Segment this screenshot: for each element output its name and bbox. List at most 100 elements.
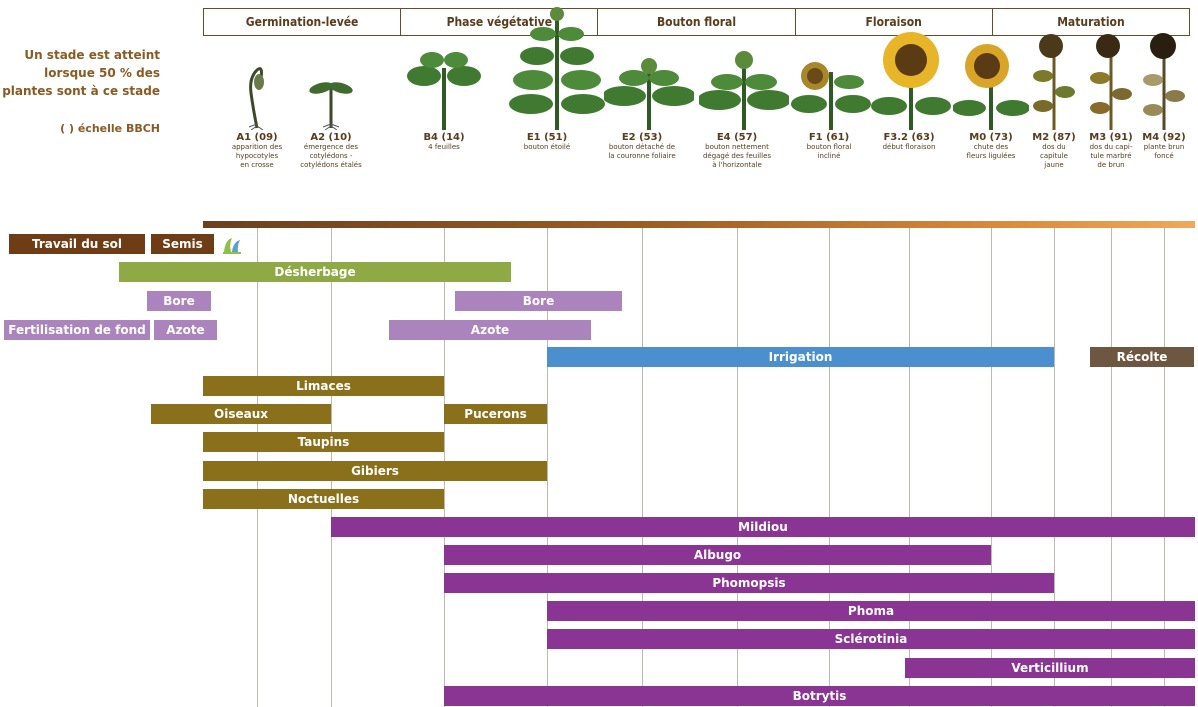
stage-desc: apparition des hypocotyles en crosse	[219, 143, 295, 170]
stage-desc-line: cotylédons -	[309, 152, 353, 160]
plant-bud-detached-icon	[604, 58, 694, 130]
bar-bore-late: Bore	[455, 291, 622, 311]
stage-code: E2 (53)	[621, 132, 663, 143]
note-line: lorsque 50 % des	[44, 66, 160, 80]
plant-star-bud-icon	[509, 7, 605, 130]
stage-desc-line: hypocotyles	[235, 152, 279, 160]
stage-desc-line: à l'horizontale	[712, 161, 762, 169]
stage-code: A2 (10)	[310, 132, 352, 143]
note-line: Un stade est atteint	[24, 48, 160, 62]
bar-noctuelles: Noctuelles	[203, 489, 444, 509]
bar-fertilisation-de-fond: Fertilisation de fond	[4, 320, 150, 340]
stage-desc-line: tule marbré	[1090, 152, 1132, 160]
bar-phomopsis: Phomopsis	[444, 573, 1054, 593]
bar-sclerotinia: Sclérotinia	[547, 629, 1195, 649]
stage-desc: 4 feuilles	[406, 143, 482, 152]
bar-mildiou: Mildiou	[331, 517, 1195, 537]
sunflower-mature-marbled-icon	[1090, 34, 1132, 130]
bar-phoma: Phoma	[547, 601, 1195, 621]
phase-floraison: Floraison	[796, 9, 993, 35]
plant-bud-inclined-icon	[791, 62, 871, 130]
phase-header: Germination-levée Phase végétative Bouto…	[203, 8, 1190, 36]
bar-bore-early: Bore	[147, 291, 211, 311]
stage-desc-line: capitule	[1040, 152, 1068, 160]
stage-desc-line: bouton étoilé	[523, 143, 571, 151]
stage-e4: E4 (57) bouton nettement dégagé des feui…	[699, 38, 789, 220]
stage-guide-line	[642, 228, 643, 707]
stage-f32: F3.2 (63) début floraison	[871, 32, 951, 220]
stage-desc: chute des fleurs ligulées	[953, 143, 1029, 161]
bar-gibiers: Gibiers	[203, 461, 547, 481]
bar-desherbage: Désherbage	[119, 262, 511, 282]
stage-desc: dos du capitule jaune	[1016, 143, 1092, 170]
stage-code: F1 (61)	[808, 132, 850, 143]
stage-desc: début floraison	[871, 143, 947, 152]
stage-desc-line: bouton nettement	[705, 143, 769, 151]
note-line: plantes sont à ce stade	[2, 84, 160, 98]
stage-m0: M0 (73) chute des fleurs ligulées	[953, 38, 1029, 220]
bar-semis: Semis	[151, 234, 214, 254]
stage-guide-line	[737, 228, 738, 707]
stage-guide-line	[547, 228, 548, 707]
stage-a2: A2 (10) émergence des cotylédons - cotyl…	[293, 38, 369, 220]
bar-albugo: Albugo	[444, 545, 991, 565]
stage-desc-line: dos du	[1042, 143, 1066, 151]
stage-code: M3 (91)	[1089, 132, 1133, 143]
stage-desc: plante brun foncé	[1126, 143, 1198, 161]
stage-code: M0 (73)	[969, 132, 1013, 143]
stage-code: B4 (14)	[423, 132, 465, 143]
stage-desc-line: émergence des	[303, 143, 359, 151]
stage-guide-line	[829, 228, 830, 707]
stage-desc: bouton détaché de la couronne foliaire	[604, 143, 680, 161]
stage-guide-line	[1164, 228, 1165, 707]
bar-oiseaux: Oiseaux	[151, 404, 331, 424]
phase-bouton-floral: Bouton floral	[598, 9, 796, 35]
bar-azote-late: Azote	[389, 320, 591, 340]
stage-desc: émergence des cotylédons - cotylédons ét…	[293, 143, 369, 170]
seed-logo-icon	[221, 234, 243, 256]
plant-bud-horizontal-icon	[699, 51, 789, 130]
bar-verticillium: Verticillium	[905, 658, 1195, 678]
phase-germination: Germination-levée	[204, 9, 402, 35]
bar-pucerons: Pucerons	[444, 404, 547, 424]
bar-limaces: Limaces	[203, 376, 444, 396]
stage-m2: M2 (87) dos du capitule jaune	[1016, 34, 1092, 220]
sunflower-mature-yellow-icon	[1033, 34, 1075, 130]
phase-maturation: Maturation	[1057, 15, 1125, 29]
stage-note: Un stade est atteint lorsque 50 % des pl…	[0, 46, 160, 100]
sunflower-dry-icon	[1143, 33, 1185, 130]
stage-desc-line: jaune	[1044, 161, 1064, 169]
stage-desc-line: 4 feuilles	[428, 143, 460, 151]
stage-code: F3.2 (63)	[883, 132, 935, 143]
phase-vegetative: Phase végétative	[401, 9, 599, 35]
stage-desc-line: début floraison	[882, 143, 936, 151]
bar-travail-du-sol: Travail du sol	[9, 234, 145, 254]
bbch-note: ( ) échelle BBCH	[60, 122, 160, 135]
stage-desc-line: cotylédons étalés	[300, 161, 362, 169]
stage-desc: bouton étoilé	[509, 143, 585, 152]
sunflower-fading-icon	[953, 44, 1029, 130]
bar-irrigation: Irrigation	[547, 347, 1054, 367]
stage-desc: bouton nettement dégagé des feuilles à l…	[699, 143, 775, 170]
stage-desc-line: incliné	[817, 152, 841, 160]
stage-guide-line	[991, 228, 992, 707]
stage-desc-line: dégagé des feuilles	[702, 152, 772, 160]
stage-desc-line: apparition des	[231, 143, 283, 151]
seedling-cotyledons-icon	[309, 82, 353, 130]
stage-desc-line: en crosse	[240, 161, 274, 169]
stage-desc-line: foncé	[1154, 152, 1174, 160]
stage-code: E4 (57)	[716, 132, 758, 143]
bar-azote-early: Azote	[154, 320, 217, 340]
stage-guide-line	[1111, 228, 1112, 707]
stage-code: M4 (92)	[1142, 132, 1186, 143]
timeline-gradient-bar	[203, 221, 1195, 228]
stage-desc-line: bouton floral	[806, 143, 852, 151]
bar-recolte: Récolte	[1090, 347, 1194, 367]
stage-code: A1 (09)	[236, 132, 278, 143]
stage-e2: E2 (53) bouton détaché de la couronne fo…	[604, 38, 694, 220]
stage-desc-line: dos du capi-	[1089, 143, 1133, 151]
bar-taupins: Taupins	[203, 432, 444, 452]
stage-code: M2 (87)	[1032, 132, 1076, 143]
stage-desc-line: plante brun	[1143, 143, 1185, 151]
stage-desc: dos du capi- tule marbré de brun	[1073, 143, 1149, 170]
